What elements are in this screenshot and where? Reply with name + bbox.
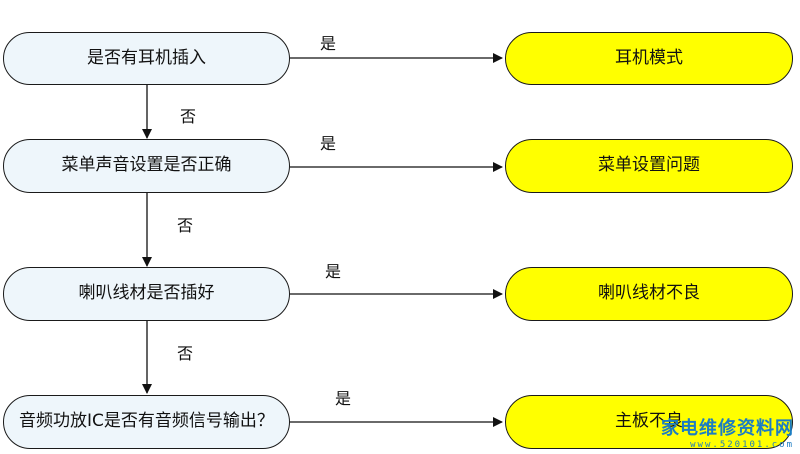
question-box-4: 音频功放IC是否有音频信号输出？ [3,395,290,449]
watermark-logo: 家电维修资料网 www.520101.com [661,414,794,450]
result-box-4: 主板不良 [505,395,793,449]
question-box-3: 喇叭线材是否插好 [3,267,290,321]
result-box-1: 耳机模式 [505,32,793,85]
no-label-2: 否 [177,216,194,235]
yes-label-3: 是 [325,262,342,281]
watermark-url: www.520101.com [690,440,794,450]
yes-label-4: 是 [335,389,352,408]
watermark-title: 家电维修资料网 [661,418,794,439]
no-label-3: 否 [177,344,194,363]
question-box-1: 是否有耳机插入 [3,32,290,85]
yes-label-2: 是 [320,134,337,153]
question-box-2: 菜单声音设置是否正确 [3,139,290,193]
no-label-1: 否 [180,107,197,126]
yes-label-1: 是 [320,34,337,53]
result-box-2: 菜单设置问题 [505,139,793,193]
result-box-3: 喇叭线材不良 [505,267,793,321]
